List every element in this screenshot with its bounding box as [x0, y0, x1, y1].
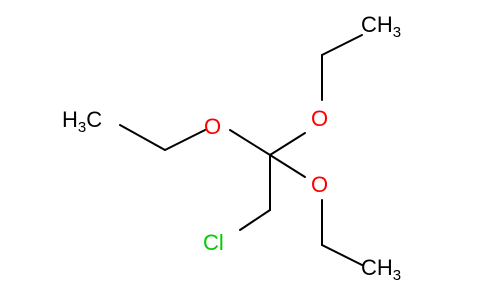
methyl-top-sub: 3	[393, 24, 401, 41]
methyl-top-label: CH3	[361, 12, 401, 41]
methyl-bottom-sub: 3	[393, 267, 401, 284]
bond-c-o2	[269, 132, 306, 156]
oxygen-label-1: O	[204, 114, 221, 139]
bond-o1-ch2	[164, 129, 206, 151]
bond-c2-cl-b	[239, 209, 271, 231]
methyl-bottom-main: CH	[361, 255, 393, 280]
methyl-left-sub: 3	[78, 119, 86, 136]
oxygen-label-3: O	[311, 172, 328, 197]
bond-ch2-ch3-bottom	[321, 244, 363, 266]
oxygen-label-2: O	[311, 106, 328, 131]
atom-labels: O O O Cl CH3 H3C CH3	[62, 12, 401, 284]
methyl-left-tail: C	[86, 107, 102, 132]
bonds	[119, 34, 363, 266]
methyl-top-main: CH	[361, 12, 393, 37]
methyl-left-label: H3C	[62, 107, 102, 136]
bond-ch2-ch3-left	[119, 124, 166, 151]
bond-c-o3	[269, 154, 306, 178]
methyl-left-main: H	[62, 107, 78, 132]
methyl-bottom-label: CH3	[361, 255, 401, 284]
chlorine-label: Cl	[203, 230, 224, 255]
bond-ch2-ch3-top	[321, 34, 363, 56]
bond-c-o1	[229, 129, 271, 156]
